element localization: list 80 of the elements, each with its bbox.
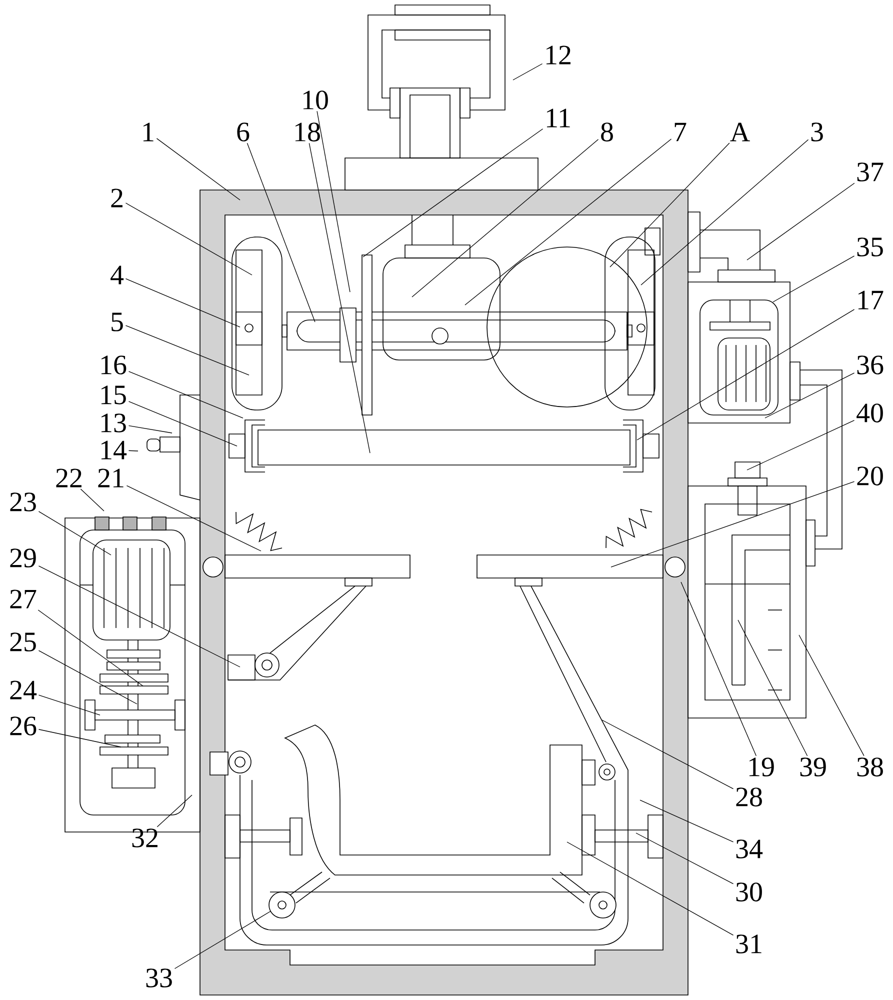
leader-line: [640, 800, 734, 842]
leader-line: [128, 425, 172, 434]
leader-line: [412, 139, 599, 298]
leader-line: [566, 842, 734, 936]
leader-line: [798, 634, 864, 756]
leader-line: [128, 371, 244, 418]
callout-number: 30: [736, 882, 762, 902]
callout-number: 26: [10, 716, 36, 736]
leader-line: [636, 309, 855, 440]
callout-number: 27: [10, 590, 36, 608]
callout-number: 13: [101, 414, 126, 432]
leader-line: [764, 372, 855, 418]
callout-number: 17: [858, 290, 884, 310]
callout-number: 15: [101, 386, 126, 404]
callout-number: 1: [143, 122, 154, 142]
callout-number: 32: [132, 828, 158, 848]
leader-line: [174, 910, 272, 969]
leader-line: [125, 202, 252, 276]
leader-line: [316, 110, 350, 292]
callout-number: 12: [546, 46, 570, 64]
leader-line: [746, 182, 855, 260]
callout-number: 5: [112, 312, 123, 332]
leader-line: [636, 832, 734, 884]
leader-line: [126, 485, 262, 552]
callout-number: 38: [857, 758, 883, 776]
callout-number: 21: [98, 468, 124, 488]
callout-number: 8: [601, 122, 613, 142]
callout-number: 33: [146, 968, 172, 988]
callout-number: 20: [857, 466, 883, 486]
leader-line: [80, 488, 104, 512]
callout-number: 28: [736, 788, 762, 806]
callout-number: A: [730, 122, 750, 142]
leader-line: [610, 142, 730, 268]
callout-number: 40: [856, 404, 883, 422]
leader-line: [128, 401, 238, 446]
callout-number: 18: [295, 122, 320, 142]
callout-number: 3: [811, 122, 823, 142]
leader-line: [128, 450, 138, 452]
callout-number: 34: [736, 840, 763, 858]
leader-line: [246, 142, 316, 322]
callout-number: 23: [10, 492, 36, 512]
leader-line: [610, 481, 855, 568]
leader-line: [38, 566, 240, 668]
callout-number: 25: [10, 632, 36, 652]
leader-line: [308, 142, 370, 454]
callout-number: 7: [674, 122, 686, 142]
callout-number: 11: [547, 108, 570, 128]
callout-number: 4: [110, 266, 124, 284]
callout-number: 10: [303, 90, 328, 110]
callout-number: 29: [10, 548, 36, 568]
leader-line: [125, 278, 240, 328]
callout-number: 39: [800, 758, 826, 776]
leader-line: [464, 138, 672, 306]
callout-number: 31: [736, 934, 762, 954]
callout-number: 36: [857, 356, 884, 374]
leader-line: [38, 729, 122, 748]
leader-line: [362, 128, 544, 258]
callout-number: 37: [857, 162, 884, 182]
leader-line: [772, 256, 855, 302]
leader-line: [38, 610, 144, 686]
leader-line: [680, 582, 757, 756]
leader-line: [156, 794, 192, 828]
leader-line: [738, 620, 808, 756]
leader-line: [38, 650, 138, 704]
leader-line: [125, 325, 250, 376]
leader-line: [640, 139, 809, 286]
leader-line: [156, 138, 240, 200]
leader-line: [746, 420, 855, 470]
leader-line: [38, 694, 100, 716]
callout-number: 16: [101, 356, 126, 374]
callout-number: 6: [237, 122, 250, 142]
callout-number: 14: [101, 440, 127, 460]
leader-line: [512, 63, 543, 80]
callout-number: 24: [10, 680, 37, 700]
leader-line: [602, 720, 734, 790]
callout-number: 2: [111, 188, 122, 208]
callout-number: 19: [749, 758, 774, 776]
leader-line: [38, 511, 112, 556]
callout-number: 35: [857, 238, 883, 256]
callout-number: 22: [56, 468, 82, 488]
